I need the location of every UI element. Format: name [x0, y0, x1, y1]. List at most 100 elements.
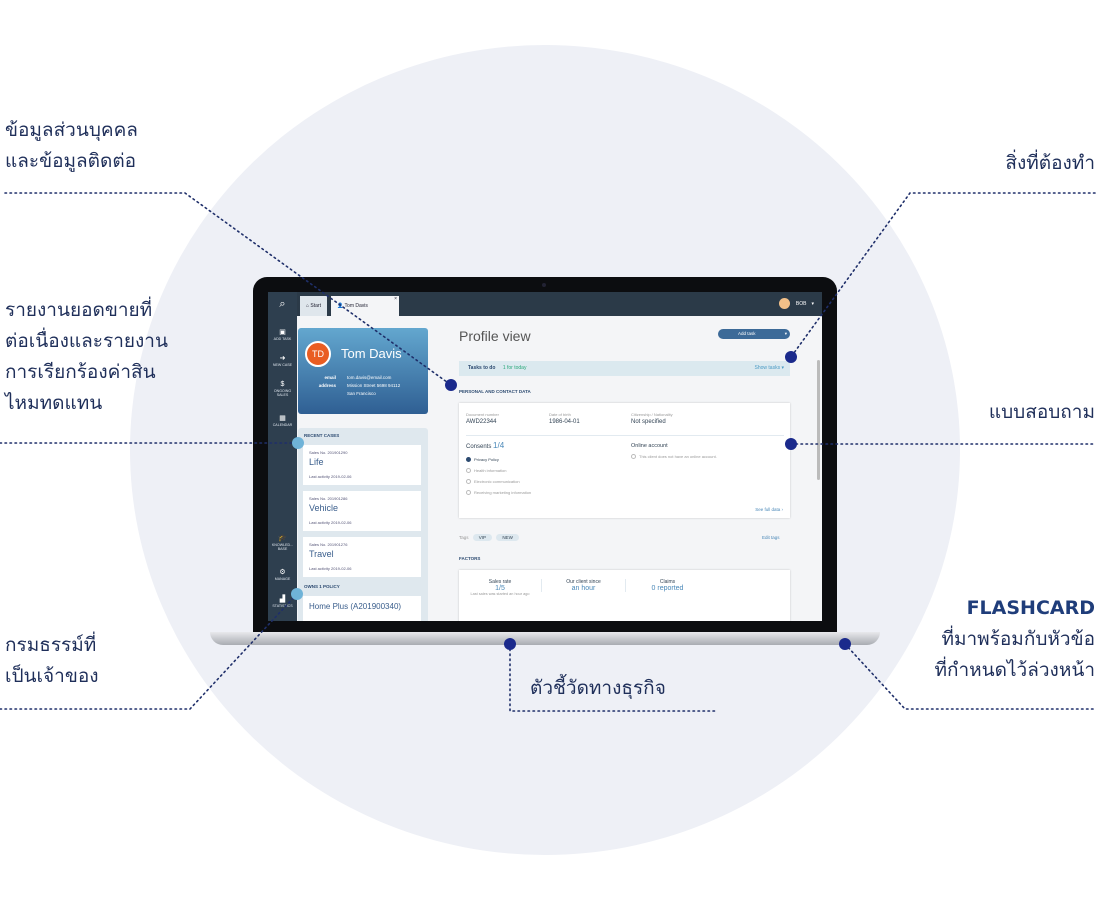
add-task-icon: ▣	[279, 329, 286, 336]
tasks-count: 1 for today	[502, 365, 527, 371]
policy-name: Home Plus	[309, 602, 349, 611]
arrow-right-icon: ➜	[279, 355, 286, 362]
sidebar-item-manage[interactable]: ⚙MANAGE	[268, 568, 297, 581]
dob-label: Date of birth	[549, 412, 571, 417]
tab-start[interactable]: ⌂ Start	[300, 296, 327, 316]
factor-label: Claims	[659, 579, 676, 585]
tab-label: Tom Davis	[344, 303, 368, 309]
sidebar-item-knowledge-base[interactable]: 🎓KNOWLED... BASE	[268, 534, 297, 551]
sidebar-label: KNOWLED... BASE	[271, 543, 294, 551]
profile-card: TD Tom Davis email address tom.davis@ema…	[298, 328, 428, 414]
email-value: tom.davis@email.com	[347, 375, 392, 380]
callout-line: ต่อเนื่องและรายงาน	[5, 330, 168, 352]
profile-name: Tom Davis	[341, 346, 402, 361]
see-full-data-link[interactable]: See full data ›	[755, 507, 783, 512]
dollar-icon: $	[280, 381, 285, 388]
circle-icon	[466, 468, 471, 474]
show-tasks-button[interactable]: Show tasks ▾	[754, 365, 784, 371]
case-activity: Last activity 2019-02-06	[309, 520, 352, 525]
factor-label: Our client since	[566, 579, 601, 585]
doc-label: Document number	[466, 412, 499, 417]
consents-value: 1/4	[493, 441, 505, 450]
callout-personal-data: ข้อมูลส่วนบุคคล และข้อมูลติดต่อ	[5, 115, 138, 177]
circle-icon	[466, 479, 471, 485]
callout-line: และข้อมูลติดต่อ	[5, 150, 137, 172]
case-no: Sales No. 201901286	[309, 496, 348, 501]
callout-line: เป็นเจ้าของ	[5, 665, 99, 687]
tab-tom-davis[interactable]: 👤 Tom Davis ×	[331, 296, 399, 316]
callout-line: รายงานยอดขายที่	[5, 299, 153, 321]
tag-vip[interactable]: VIP	[472, 534, 493, 541]
profile-avatar: TD	[305, 341, 331, 367]
factors-title: FACTORS	[459, 556, 481, 561]
consent-label: Health information	[474, 468, 507, 473]
sidebar-search[interactable]: ⌕	[268, 299, 297, 310]
case-activity: Last activity 2019-02-06	[309, 474, 352, 479]
callout-line: ไหมทดแทน	[5, 392, 103, 414]
callout-line: ที่มาพร้อมกับหัวข้อ	[941, 628, 1095, 650]
case-activity: Last activity 2019-02-06	[309, 566, 352, 571]
citizenship-label: Citizenship / Nationality	[631, 412, 673, 417]
consent-item[interactable]: Privacy Policy	[466, 454, 531, 465]
case-title: Travel	[309, 549, 334, 559]
factors-card: Sales rate 1/5 Last sales was started an…	[459, 570, 790, 621]
sidebar-item-statistics[interactable]: ▟STATISTICS	[268, 595, 297, 608]
online-account-label: Online account	[631, 443, 668, 449]
factor-client-since: Our client since an hour	[541, 579, 625, 592]
callout-flashcard: FLASHCARD ที่มาพร้อมกับหัวข้อ ที่กำหนดไว…	[934, 593, 1095, 686]
dob-value: 1986-04-01	[549, 419, 580, 425]
profile-values: tom.davis@email.com Mission Street 5698 …	[347, 374, 400, 398]
scrollbar[interactable]	[817, 360, 820, 480]
top-bar: ⌂ Start 👤 Tom Davis × BOB ▾	[297, 292, 822, 316]
factor-sales-rate: Sales rate 1/5 Last sales was started an…	[459, 579, 541, 596]
case-title: Vehicle	[309, 503, 339, 513]
consent-item[interactable]: Health information	[466, 465, 531, 476]
page-title: Profile view	[459, 328, 531, 344]
policies-title: OWNS 1 POLICY	[304, 584, 340, 589]
avatar	[778, 298, 790, 310]
edit-tags-link[interactable]: Edit tags	[762, 535, 780, 540]
tag-new[interactable]: NEW	[496, 534, 519, 541]
sidebar-item-new-case[interactable]: ➜NEW CASE	[268, 354, 297, 367]
user-icon: 👤	[337, 303, 344, 309]
add-task-button[interactable]: Add task ▾	[718, 329, 790, 339]
close-icon[interactable]: ×	[394, 296, 397, 302]
chevron-down-icon[interactable]: ▾	[784, 331, 787, 336]
factor-value: 0 reported	[651, 585, 684, 592]
consent-label: Privacy Policy	[474, 457, 499, 462]
callout-survey: แบบสอบถาม	[988, 401, 1095, 423]
chevron-down-icon: ▾	[811, 301, 814, 307]
callout-policies: กรมธรรม์ที่ เป็นเจ้าของ	[5, 630, 99, 692]
callout-line: ที่กำหนดไว้ล่วงหน้า	[934, 659, 1095, 681]
factor-value: an hour	[571, 585, 596, 592]
online-account-value: This client does not have an online acco…	[639, 454, 717, 459]
factor-value: 1/5	[495, 585, 505, 592]
user-name: BOB	[795, 301, 807, 307]
add-task-label: Add task	[738, 331, 756, 336]
callout-line: การเรียกร้องค่าสิน	[5, 361, 156, 383]
sidebar-item-add-task[interactable]: ▣ADD TASK	[268, 328, 297, 341]
sidebar-item-ongoing-sales[interactable]: $ONGOING SALES	[268, 380, 297, 397]
factor-label: Sales rate	[488, 579, 512, 585]
case-title: Life	[309, 457, 324, 467]
consent-label: Receiving marketing information	[474, 490, 532, 495]
consent-item[interactable]: Receiving marketing information	[466, 487, 531, 498]
consent-item[interactable]: Electronic communication	[466, 476, 531, 487]
laptop-base	[210, 632, 880, 645]
divider	[466, 435, 784, 436]
gear-icon: ⚙	[279, 569, 286, 576]
sidebar-label: STATISTICS	[272, 604, 293, 608]
circle-icon	[631, 454, 636, 460]
policy-item[interactable]: Home Plus (A201900340)	[303, 596, 421, 621]
profile-labels: email address	[316, 374, 336, 390]
sidebar-item-calendar[interactable]: ▦CALENDAR	[268, 414, 297, 427]
user-menu[interactable]: BOB ▾	[778, 298, 814, 310]
flashcard-title: FLASHCARD	[966, 597, 1095, 619]
graduation-cap-icon: 🎓	[278, 535, 287, 542]
bar-chart-icon: ▟	[279, 596, 286, 603]
sidebar-label: NEW CASE	[272, 363, 293, 367]
